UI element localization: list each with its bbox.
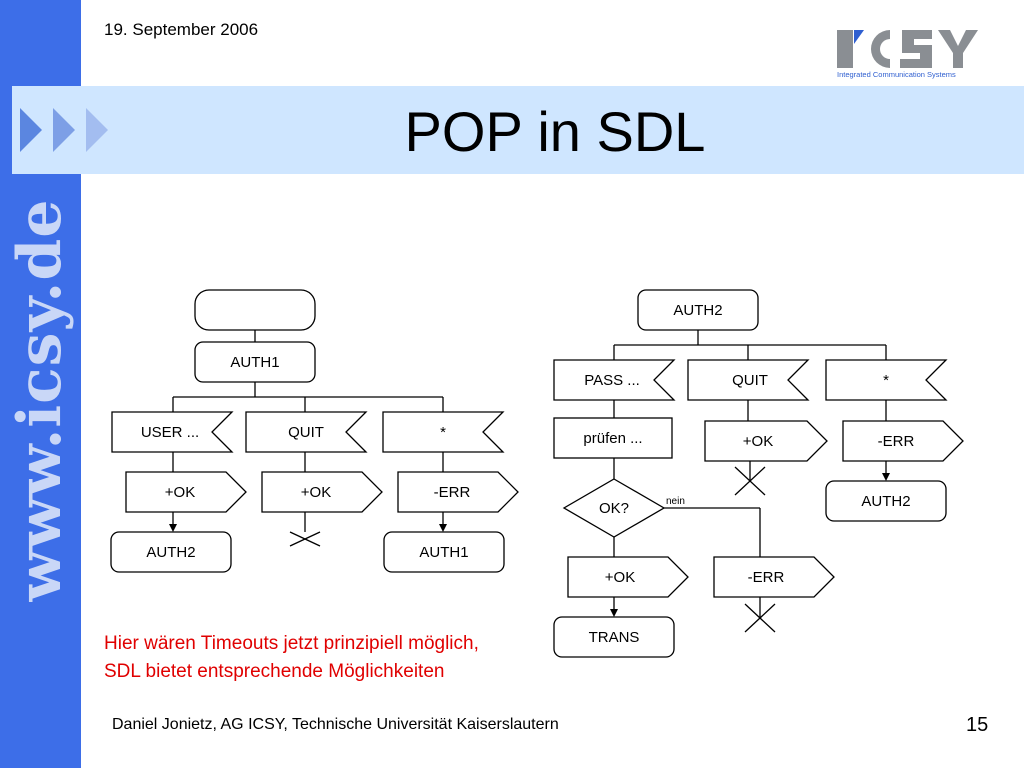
output-err-1 [397,471,519,513]
input-star [382,411,505,453]
output-ok-2-label: +OK [301,484,331,501]
title-band [12,86,1024,174]
output-err-2 [713,556,835,598]
decision-ok-label: OK? [599,500,629,517]
page-title: POP in SDL [404,100,706,163]
start-symbol [194,289,316,331]
output-ok-4 [704,420,828,462]
input-user-label: USER ... [141,424,199,441]
note-line-1: Hier wären Timeouts jetzt prinzipiell mö… [104,633,479,654]
state-auth2-label: AUTH2 [673,302,722,319]
icsy-logo: Integrated Communication Systems [837,30,978,79]
triple-arrow-icon [20,108,108,152]
input-quit-right [687,359,810,401]
output-ok-1-label: +OK [165,484,195,501]
output-err-3-label: -ERR [878,433,915,450]
decision-no-label: nein [666,496,685,507]
input-quit [245,411,368,453]
task-pruefen-label: prüfen ... [583,430,642,447]
input-pass-label: PASS ... [584,372,640,389]
state-auth1-label: AUTH1 [230,354,279,371]
logo-subtitle: Integrated Communication Systems [837,70,956,79]
note-line-2: SDL bietet entsprechende Möglichkeiten [104,661,445,682]
task-pruefen [553,417,673,459]
output-ok-2 [261,471,383,513]
note-text: Hier wären Timeouts jetzt prinzipiell mö… [104,630,479,686]
output-ok-4-label: +OK [743,433,773,450]
state-auth2-left-label: AUTH2 [146,544,195,561]
date-label: 19. September 2006 [104,20,259,39]
output-ok-1 [125,471,247,513]
output-err-3 [842,420,964,462]
state-auth2-next-label: AUTH2 [861,493,910,510]
output-err-1-label: -ERR [434,484,471,501]
input-star-right-label: * [883,372,889,389]
input-pass [553,359,676,401]
state-trans-label: TRANS [589,629,640,646]
output-ok-3-label: +OK [605,569,635,586]
page-number: 15 [966,714,989,736]
output-err-2-label: -ERR [748,569,785,586]
input-star-right [825,359,948,401]
input-quit-label: QUIT [288,424,324,441]
input-user [111,411,234,453]
footer-author: Daniel Jonietz, AG ICSY, Technische Univ… [112,716,559,733]
input-quit-right-label: QUIT [732,372,768,389]
state-auth1-next-label: AUTH1 [419,544,468,561]
input-star-label: * [440,424,446,441]
state-auth2-left [110,531,232,573]
output-ok-3 [567,556,689,598]
state-auth1-next [383,531,505,573]
